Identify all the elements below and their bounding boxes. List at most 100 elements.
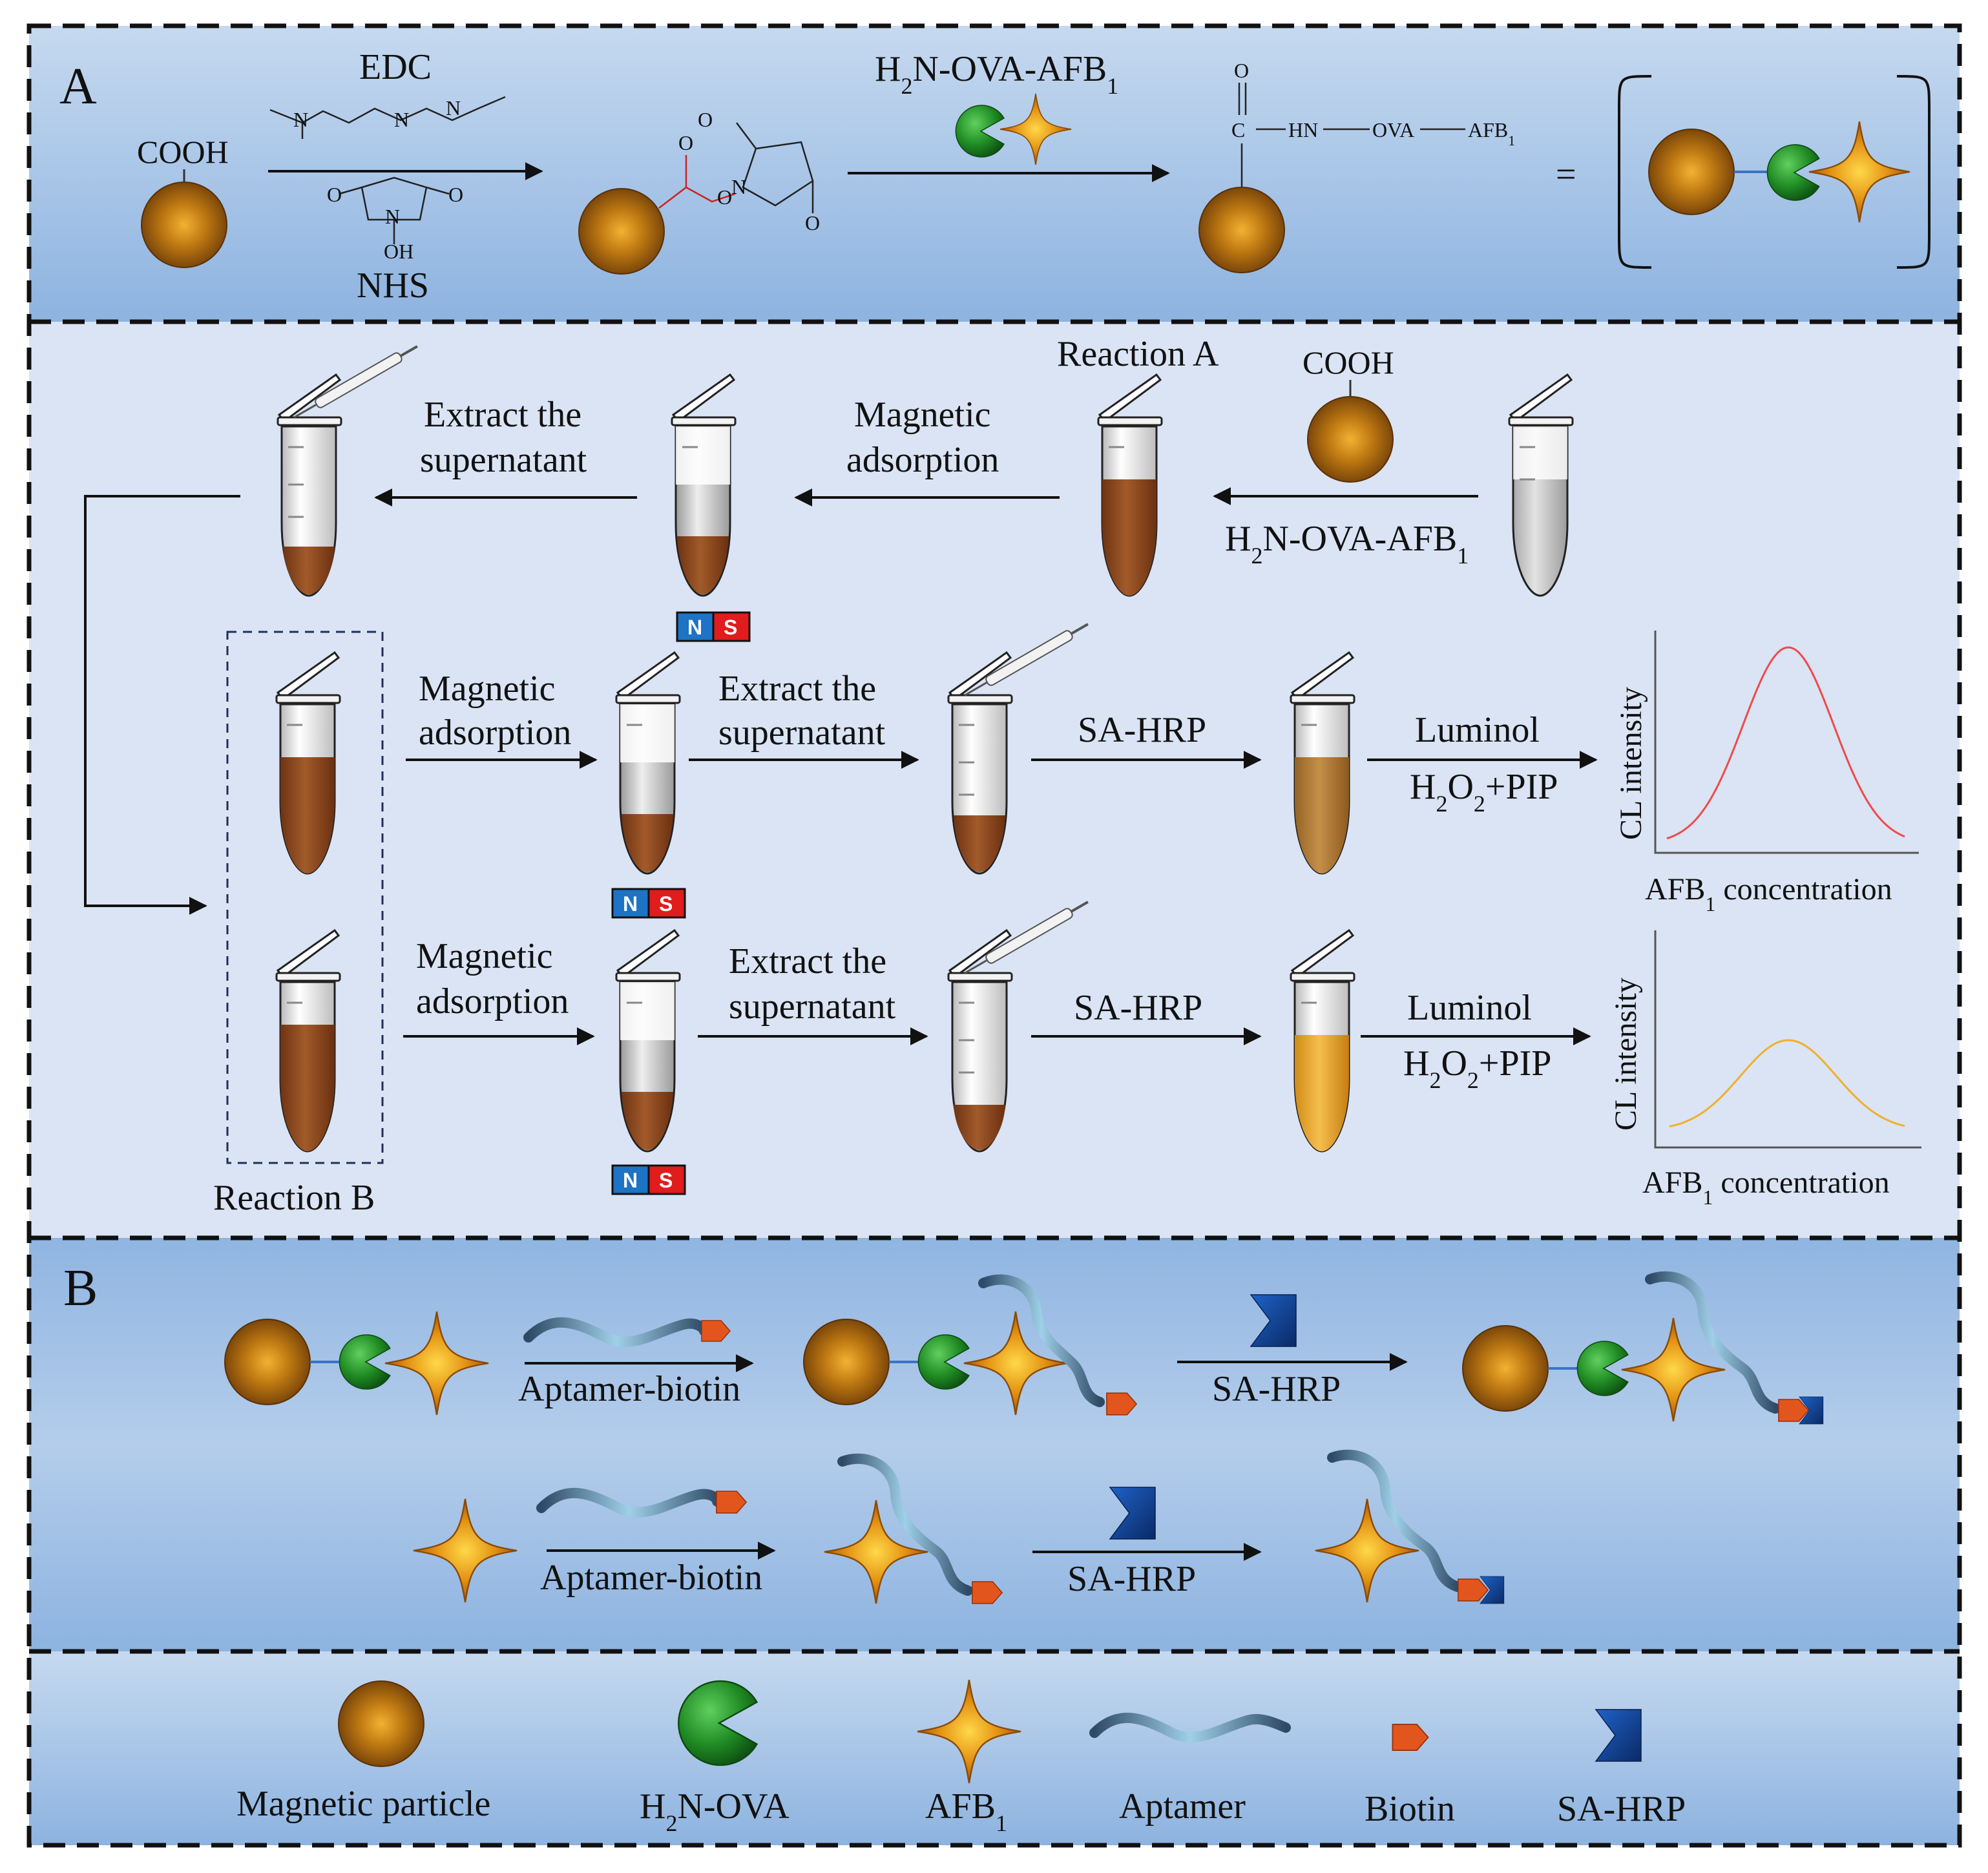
complex-bead bbox=[1648, 129, 1735, 215]
aptamer-biotin-label-1: Aptamer-biotin bbox=[518, 1369, 740, 1409]
tube-start bbox=[1508, 373, 1574, 597]
magnet-2: N S bbox=[611, 888, 686, 919]
mag-ads-3-line1: Magnetic bbox=[416, 936, 552, 976]
cooh-label-a: COOH bbox=[137, 134, 229, 170]
svg-text:O: O bbox=[698, 108, 713, 131]
svg-text:N: N bbox=[687, 616, 702, 639]
cl-curve-low bbox=[1669, 1039, 1905, 1128]
bracket-left bbox=[1618, 75, 1652, 269]
svg-text:N: N bbox=[623, 1169, 638, 1192]
dashed-borders bbox=[26, 23, 1962, 1848]
tube-cl-high bbox=[1290, 651, 1355, 875]
pipette-2 bbox=[964, 623, 1089, 696]
svg-text:O: O bbox=[805, 211, 820, 235]
connector-line bbox=[84, 495, 240, 915]
tube-magnetic-1 bbox=[671, 373, 737, 597]
luminol-row3: Luminol bbox=[1407, 988, 1532, 1028]
svg-text:O: O bbox=[1234, 59, 1249, 82]
extract-2-line1: Extract the bbox=[718, 669, 876, 709]
legend-magnetic-particle-icon bbox=[338, 1680, 424, 1767]
tube-extracted-1 bbox=[277, 373, 342, 597]
mag-ads-3-line2: adsorption bbox=[416, 981, 569, 1021]
sa-hrp-label-b2: SA-HRP bbox=[1067, 1559, 1196, 1599]
panel-b-letter: B bbox=[63, 1260, 98, 1317]
cl-ylabel-1: CL intensity bbox=[1614, 687, 1648, 840]
tube-magnetic-3 bbox=[615, 928, 681, 1153]
bracket-right bbox=[1896, 75, 1930, 269]
svg-text:C: C bbox=[1231, 118, 1245, 141]
tube-magnetic-2 bbox=[615, 651, 681, 875]
legend-label-biotin: Biotin bbox=[1365, 1789, 1455, 1829]
panel-b-background bbox=[29, 1238, 1960, 1651]
svg-text:O: O bbox=[717, 185, 732, 209]
svg-text:N: N bbox=[446, 96, 461, 120]
svg-text:O: O bbox=[327, 183, 342, 206]
extract-1-line1: Extract the bbox=[424, 395, 581, 435]
sa-hrp-row3: SA-HRP bbox=[1074, 988, 1202, 1028]
tube-b-row2 bbox=[275, 651, 341, 875]
pipette-1 bbox=[293, 345, 418, 419]
aptamer-biotin-probe-1 bbox=[523, 1317, 731, 1347]
nhs-ester-structure: O O N O O bbox=[658, 108, 820, 235]
extract-2-line2: supernatant bbox=[718, 713, 886, 753]
reaction-b-box bbox=[226, 631, 384, 1164]
svg-text:OVA: OVA bbox=[1372, 118, 1414, 141]
svg-text:O: O bbox=[448, 183, 463, 206]
extract-3-line2: supernatant bbox=[729, 987, 896, 1027]
b-row1-bound bbox=[803, 1274, 1137, 1416]
svg-text:N: N bbox=[293, 108, 308, 131]
legend-label-sa-hrp: SA-HRP bbox=[1557, 1789, 1686, 1829]
b-row1-complex bbox=[224, 1310, 490, 1416]
equals-sign: = bbox=[1556, 154, 1576, 194]
svg-text:N: N bbox=[394, 108, 409, 131]
svg-text:O: O bbox=[678, 131, 693, 154]
svg-text:OH: OH bbox=[384, 240, 413, 263]
magnetic-bead-w bbox=[1307, 396, 1394, 483]
svg-text:HN: HN bbox=[1288, 118, 1318, 141]
b-row2-final bbox=[1314, 1449, 1505, 1604]
reaction-b-label: Reaction B bbox=[213, 1178, 375, 1218]
b-row1-final bbox=[1462, 1271, 1824, 1425]
magnet-1: N S bbox=[676, 611, 751, 642]
svg-text:N: N bbox=[385, 205, 400, 228]
edc-label: EDC bbox=[359, 47, 432, 87]
mag-ads-2-line1: Magnetic bbox=[419, 669, 555, 709]
svg-text:S: S bbox=[659, 1169, 673, 1192]
tube-b-row3 bbox=[275, 928, 341, 1153]
product-structure: O C HN OVA AFB1 bbox=[1231, 59, 1515, 189]
sa-hrp-label-b1: SA-HRP bbox=[1212, 1369, 1341, 1409]
extract-1-line2: supernatant bbox=[420, 440, 587, 480]
magnetic-bead-a2 bbox=[578, 188, 665, 275]
pipette-3 bbox=[964, 901, 1089, 974]
cooh-label-w: COOH bbox=[1303, 344, 1394, 381]
mag-ads-1-line1: Magnetic bbox=[854, 395, 990, 435]
legend-aptamer-icon bbox=[1089, 1713, 1291, 1742]
magnetic-bead-a3 bbox=[1198, 187, 1285, 273]
svg-text:N: N bbox=[623, 892, 638, 916]
b-row2-bound bbox=[823, 1453, 1003, 1605]
aptamer-biotin-probe-2 bbox=[536, 1488, 747, 1518]
mag-ads-1-line2: adsorption bbox=[846, 440, 999, 480]
nhs-structure: N O O OH bbox=[327, 176, 463, 263]
nhs-label: NHS bbox=[357, 266, 429, 306]
legend-label-magnetic-particle: Magnetic particle bbox=[236, 1784, 490, 1824]
mag-ads-2-line2: adsorption bbox=[419, 713, 571, 753]
tube-extracted-2 bbox=[947, 651, 1013, 875]
legend: Magnetic particle H2N-OVA AFB1 Aptamer B… bbox=[236, 1679, 1686, 1836]
tube-reaction-a bbox=[1097, 373, 1163, 597]
tube-cl-low bbox=[1290, 928, 1355, 1153]
sa-hrp-row2: SA-HRP bbox=[1078, 710, 1206, 750]
luminol-row2: Luminol bbox=[1415, 710, 1540, 750]
magnet-3: N S bbox=[611, 1164, 686, 1195]
magnetic-bead-a1 bbox=[141, 182, 227, 268]
tube-extracted-3 bbox=[947, 928, 1013, 1153]
svg-text:N: N bbox=[731, 175, 746, 198]
aptamer-biotin-label-2: Aptamer-biotin bbox=[540, 1558, 762, 1598]
extract-3-line1: Extract the bbox=[729, 941, 886, 981]
panel-a-letter: A bbox=[59, 58, 97, 115]
edc-structure: N N N bbox=[269, 96, 506, 139]
reaction-a-label: Reaction A bbox=[1057, 334, 1219, 374]
svg-text:S: S bbox=[659, 892, 673, 916]
legend-label-aptamer: Aptamer bbox=[1119, 1786, 1246, 1826]
